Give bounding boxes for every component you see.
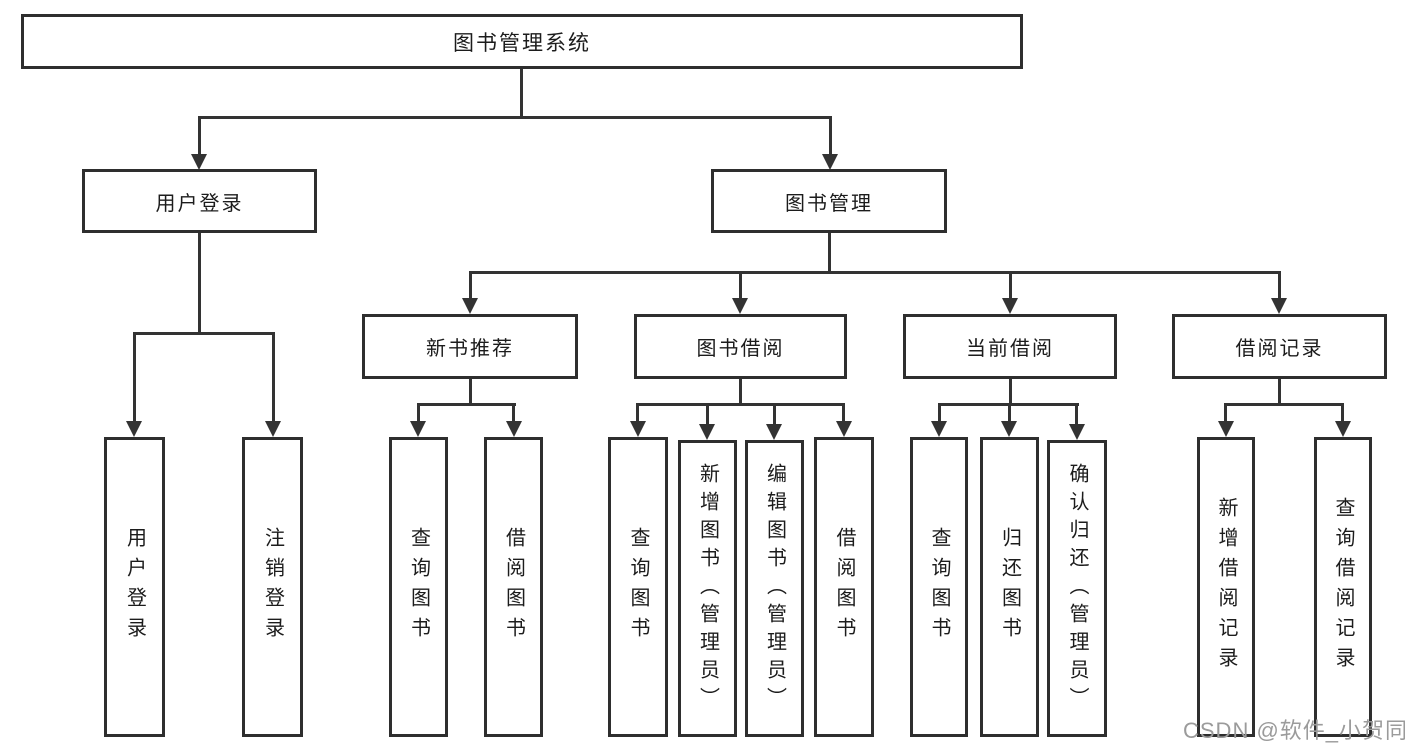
arrow-down-icon <box>766 424 782 440</box>
connector-line <box>469 271 472 300</box>
node-book-borrowing: 图书借阅 <box>634 314 847 379</box>
leaf-return-books: 归还图书 <box>980 437 1039 737</box>
node-label: 编辑图书（管理员） <box>763 462 786 715</box>
connector-line <box>739 378 742 405</box>
arrow-down-icon <box>462 298 478 314</box>
connector-line <box>1278 378 1281 405</box>
connector-line <box>1225 403 1344 406</box>
node-label: 用户登录 <box>155 192 244 215</box>
node-label: 用户登录 <box>123 527 146 647</box>
arrow-down-icon <box>1001 421 1017 437</box>
arrow-down-icon <box>506 421 522 437</box>
connector-line <box>828 233 831 274</box>
arrow-down-icon <box>1271 298 1287 314</box>
connector-line <box>1341 403 1344 423</box>
node-library-management-system: 图书管理系统 <box>21 14 1023 69</box>
connector-line <box>636 403 845 406</box>
connector-line <box>636 403 639 423</box>
connector-line <box>1278 271 1281 300</box>
leaf-query-books-current: 查询图书 <box>910 437 968 737</box>
leaf-user-login: 用户登录 <box>104 437 165 737</box>
connector-line <box>133 332 136 423</box>
connector-line <box>417 403 516 406</box>
node-book-management: 图书管理 <box>711 169 947 233</box>
arrow-down-icon <box>1002 298 1018 314</box>
node-label: 图书管理系统 <box>453 31 591 55</box>
connector-line <box>739 271 742 300</box>
node-label: 借阅记录 <box>1235 338 1324 360</box>
connector-line <box>1075 403 1078 426</box>
arrow-down-icon <box>931 421 947 437</box>
node-label: 借阅图书 <box>833 527 855 647</box>
arrow-down-icon <box>1335 421 1351 437</box>
connector-line <box>938 403 941 423</box>
connector-line <box>829 116 832 156</box>
node-label: 注销登录 <box>261 527 284 647</box>
leaf-borrow-books-borrow: 借阅图书 <box>814 437 874 737</box>
csdn-watermark: CSDN @软件_小贺同学 <box>1183 718 1405 743</box>
node-label: 借阅图书 <box>502 527 525 647</box>
node-label: 查询图书 <box>407 527 430 647</box>
arrow-down-icon <box>126 421 142 437</box>
arrow-down-icon <box>732 298 748 314</box>
connector-line <box>469 378 472 405</box>
connector-line <box>417 403 420 423</box>
node-label: 图书借阅 <box>696 338 785 360</box>
arrow-down-icon <box>822 154 838 170</box>
node-new-book-recommendation: 新书推荐 <box>362 314 578 379</box>
leaf-query-books-borrow: 查询图书 <box>608 437 668 737</box>
arrow-down-icon <box>699 424 715 440</box>
arrow-down-icon <box>410 421 426 437</box>
leaf-query-books-recommend: 查询图书 <box>389 437 448 737</box>
arrow-down-icon <box>265 421 281 437</box>
node-label: 图书管理 <box>785 192 873 215</box>
node-current-borrowing: 当前借阅 <box>903 314 1117 379</box>
connector-line <box>198 116 201 156</box>
arrow-down-icon <box>836 421 852 437</box>
node-label: 新书推荐 <box>426 338 514 360</box>
node-label: 新增借阅记录 <box>1215 497 1237 677</box>
connector-line <box>198 233 201 334</box>
arrow-down-icon <box>1069 424 1085 440</box>
leaf-edit-books-admin: 编辑图书（管理员） <box>745 440 804 737</box>
connector-line <box>773 403 776 426</box>
node-label: 查询图书 <box>928 527 950 647</box>
node-label: 当前借阅 <box>966 338 1054 360</box>
connector-line <box>198 116 832 119</box>
connector-line <box>842 403 845 423</box>
leaf-add-borrow-record: 新增借阅记录 <box>1197 437 1255 737</box>
node-label: 新增图书（管理员） <box>696 462 719 715</box>
connector-line <box>133 332 275 335</box>
connector-line <box>520 68 523 117</box>
leaf-borrow-books-recommend: 借阅图书 <box>484 437 543 737</box>
node-label: 归还图书 <box>998 527 1021 647</box>
node-label: 查询图书 <box>627 527 649 647</box>
node-label: 确认归还（管理员） <box>1066 462 1088 715</box>
leaf-confirm-return-admin: 确认归还（管理员） <box>1047 440 1107 737</box>
leaf-logout: 注销登录 <box>242 437 303 737</box>
connector-line <box>1008 403 1011 423</box>
node-label: 查询借阅记录 <box>1332 497 1354 677</box>
connector-line <box>1009 378 1012 405</box>
arrow-down-icon <box>191 154 207 170</box>
connector-line <box>469 271 1280 274</box>
connector-line <box>512 403 515 423</box>
node-borrowing-records: 借阅记录 <box>1172 314 1387 379</box>
arrow-down-icon <box>1218 421 1234 437</box>
connector-line <box>706 403 709 426</box>
node-user-login: 用户登录 <box>82 169 317 233</box>
connector-line <box>1224 403 1227 423</box>
connector-line <box>1009 271 1012 300</box>
leaf-query-borrow-record: 查询借阅记录 <box>1314 437 1372 737</box>
arrow-down-icon <box>630 421 646 437</box>
leaf-add-books-admin: 新增图书（管理员） <box>678 440 737 737</box>
connector-line <box>272 332 275 423</box>
